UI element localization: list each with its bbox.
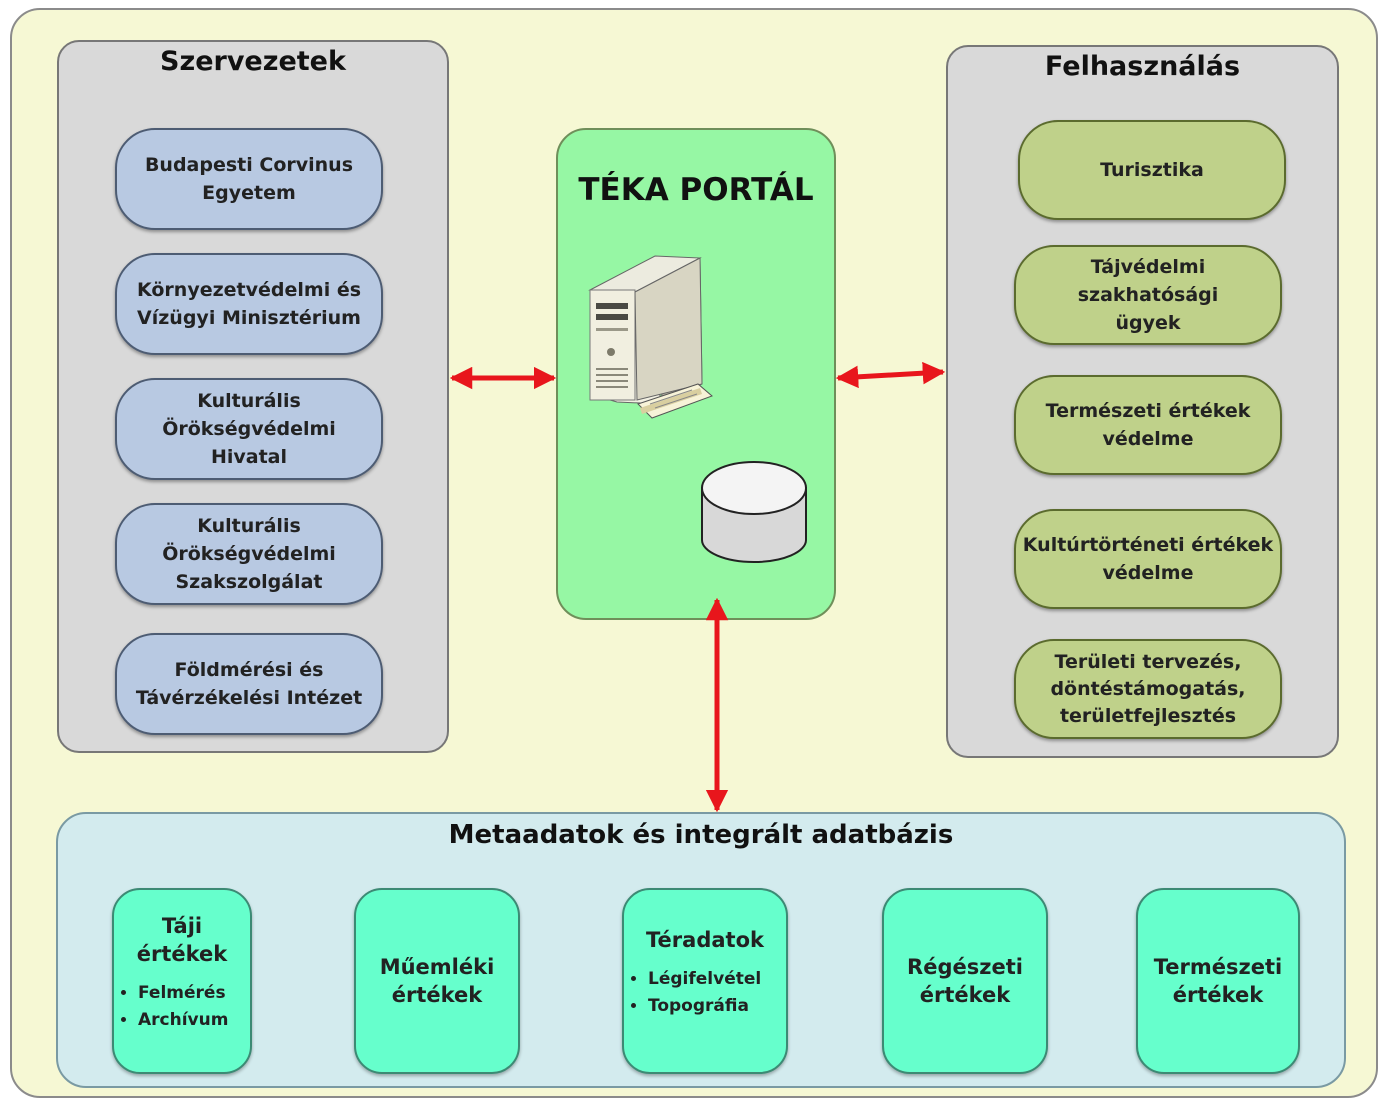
category-bullets: Felmérés Archívum [114, 980, 250, 1034]
category-title-line: Régészeti [907, 955, 1023, 979]
org-item-line: Hivatal [210, 446, 288, 468]
category-title-line: Téradatok [646, 928, 764, 952]
category-natural-values: Természeti értékek [1136, 888, 1300, 1074]
use-item-cultural-history: Kultúrtörténeti értékek védelme [1014, 509, 1282, 609]
category-monument-values: Műemléki értékek [354, 888, 520, 1074]
category-title-line: értékek [136, 942, 228, 966]
portal-title: TÉKA PORTÁL [578, 172, 814, 208]
org-item-line: Földmérési és [174, 659, 324, 681]
organizations-title: Szervezetek [160, 46, 346, 77]
database-icon [701, 461, 807, 563]
org-item-line: Kulturális Örökségvédelmi [162, 515, 336, 565]
category-title-line: Műemléki [379, 955, 495, 979]
arrow-portal-usage [835, 361, 946, 389]
category-bullets: Légifelvétel Topográfia [624, 966, 786, 1020]
use-item-line: ügyek [1115, 312, 1181, 334]
use-item-landscape-protection: Tájvédelmi szakhatósági ügyek [1014, 245, 1282, 345]
org-item-ministry: Környezetvédelmi és Vízügyi Minisztérium [115, 253, 383, 355]
org-item-line: Vízügyi Minisztérium [137, 307, 361, 329]
category-title-line: Táji [161, 914, 203, 938]
category-bullet: Légifelvétel [648, 966, 786, 993]
category-title-line: értékek [1172, 983, 1264, 1007]
use-item-line: védelme [1102, 428, 1194, 450]
use-item-line: Tájvédelmi szakhatósági [1077, 256, 1219, 306]
use-item-line: területfejlesztés [1059, 704, 1237, 727]
use-item-nature-protection: Természeti értékek védelme [1014, 375, 1282, 475]
org-item-line: Kulturális Örökségvédelmi [162, 390, 336, 440]
use-item-line: Természeti értékek [1045, 400, 1251, 422]
org-item-line: Távérzékelési Intézet [135, 687, 363, 709]
category-bullet: Topográfia [648, 993, 786, 1020]
usage-title: Felhasználás [1044, 51, 1241, 82]
use-item-line: döntéstámogatás, [1050, 677, 1246, 700]
category-archaeological-values: Régészeti értékek [882, 888, 1048, 1074]
org-item-line: Egyetem [202, 182, 296, 204]
category-title-line: értékek [391, 983, 483, 1007]
use-item-line: Kultúrtörténeti értékek [1022, 534, 1274, 556]
org-item-line: Budapesti Corvinus [144, 154, 354, 176]
use-item-line: Területi tervezés, [1054, 650, 1242, 673]
use-item-tourism: Turisztika [1018, 120, 1286, 220]
server-icon [588, 255, 713, 419]
category-landscape-values: Táji értékek Felmérés Archívum [112, 888, 252, 1074]
database-title: Metaadatok és integrált adatbázis [448, 820, 954, 850]
use-item-line: védelme [1102, 562, 1194, 584]
org-item-line: Szakszolgálat [175, 571, 323, 593]
category-title-line: értékek [919, 983, 1011, 1007]
category-bullet: Archívum [138, 1007, 250, 1034]
org-item-line: Környezetvédelmi és [136, 279, 362, 301]
org-item-survey-institute: Földmérési és Távérzékelési Intézet [115, 633, 383, 735]
category-spatial-data: Téradatok Légifelvétel Topográfia [622, 888, 788, 1074]
category-title-line: Természeti [1153, 955, 1283, 979]
use-item-line: Turisztika [1100, 159, 1204, 181]
category-bullet: Felmérés [138, 980, 250, 1007]
use-item-regional-planning: Területi tervezés, döntéstámogatás, terüle… [1014, 639, 1282, 739]
